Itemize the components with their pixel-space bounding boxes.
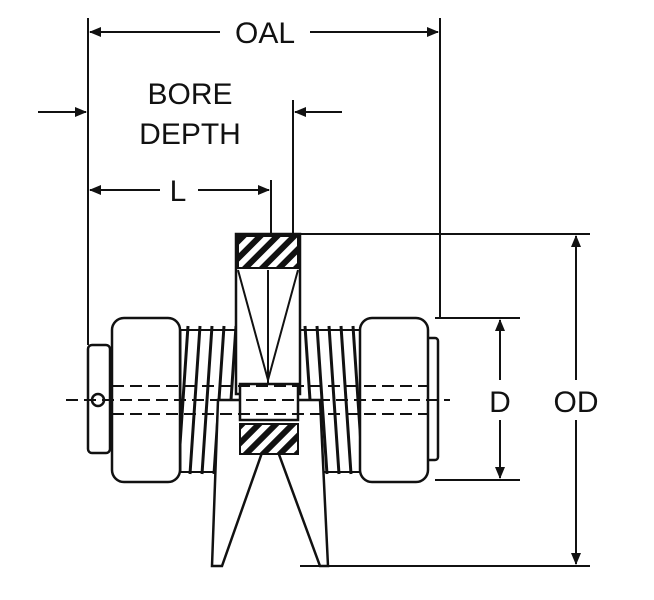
upper-insert-hatch [237,235,299,269]
l-label: L [170,175,187,208]
d-dimension: D [489,319,511,479]
oal-label: OAL [235,17,295,50]
oal-dimension: OAL [89,17,439,50]
d-label: D [489,386,511,419]
l-dimension: L [89,175,270,208]
extension-lines [87,18,590,567]
bore-depth-label-line2: DEPTH [139,118,241,151]
od-dimension: OD [554,235,599,565]
bore-depth-dimension: BORE DEPTH [38,78,342,151]
lower-insert-hatch [239,423,299,455]
od-label: OD [554,386,599,419]
bore-depth-label-line1: BORE [147,78,232,111]
centerlines [66,385,450,415]
